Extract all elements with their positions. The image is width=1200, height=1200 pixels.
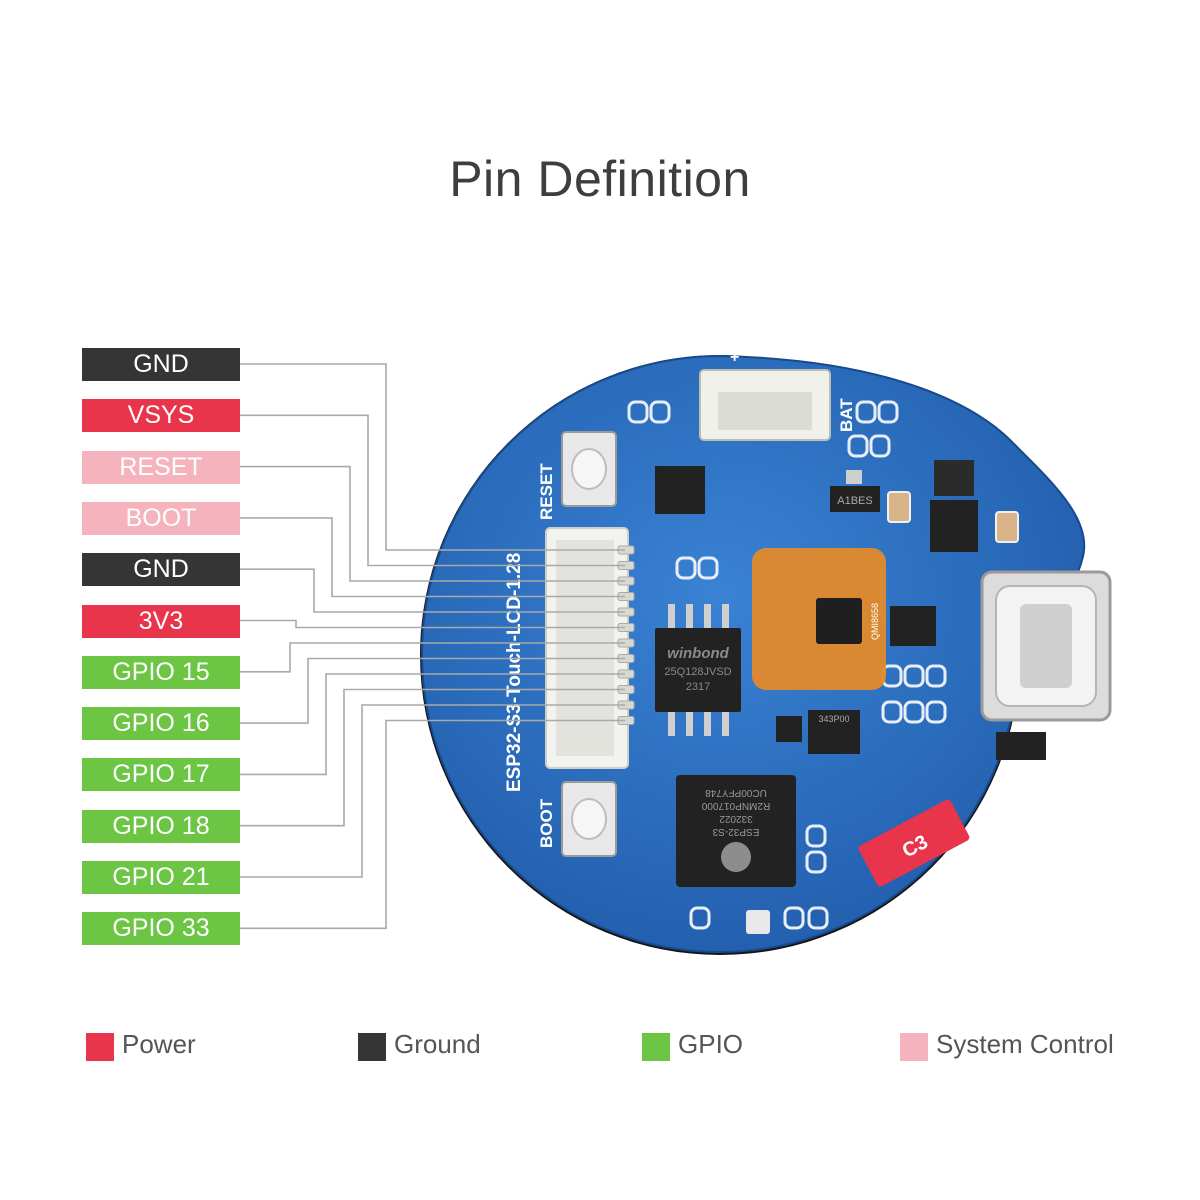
smd-pad xyxy=(903,700,925,724)
mcu-marking: 332022 xyxy=(719,813,753,824)
legend-label-ground: Ground xyxy=(394,1029,481,1059)
legend-swatch-gpio xyxy=(642,1033,670,1061)
pin-label-gpio-17-8: GPIO 17 xyxy=(82,758,240,792)
c3-part xyxy=(858,799,970,887)
pin-label-boot-3: BOOT xyxy=(82,501,240,535)
sensor-chip xyxy=(655,466,705,514)
flash-chip-pin xyxy=(668,712,675,736)
flash-chip-pin xyxy=(686,712,693,736)
flash-part: 25Q128JVSD xyxy=(664,666,731,678)
legend-label-power: Power xyxy=(122,1029,196,1059)
reset-silkscreen: RESET xyxy=(537,463,556,520)
tantalum-capacitor xyxy=(995,511,1019,543)
mcu-chip xyxy=(676,775,796,887)
smd-pad xyxy=(697,556,719,580)
pin-label-3v3-5: 3V3 xyxy=(82,604,240,638)
pin-wire xyxy=(240,619,625,629)
small-chip xyxy=(776,716,802,742)
flash-chip-pin xyxy=(686,604,693,628)
reset-button-cap xyxy=(571,448,607,490)
inductor xyxy=(934,460,974,496)
flash-chip-pin xyxy=(704,604,711,628)
regulator-marking: A1BES xyxy=(837,495,872,507)
smd-pad xyxy=(855,400,877,424)
pin-label-gpio-15-6: GPIO 15 xyxy=(82,655,240,689)
pin-label-gpio-33-11: GPIO 33 xyxy=(82,912,240,946)
pin-label-vsys-1: VSYS xyxy=(82,399,240,433)
legend-swatch-power xyxy=(86,1033,114,1061)
usb-c-tongue xyxy=(1020,604,1072,688)
flash-chip-pin xyxy=(704,712,711,736)
fpc-slot xyxy=(556,540,614,756)
flash-chip-pin xyxy=(722,712,729,736)
smd-pad xyxy=(925,664,947,688)
legend-swatch-ground xyxy=(358,1033,386,1061)
smd-pad xyxy=(675,556,697,580)
smd-pad xyxy=(877,400,899,424)
smd-pad xyxy=(783,906,805,930)
pin-label-gnd-0: GND xyxy=(82,348,240,381)
pin-label-gpio-18-9: GPIO 18 xyxy=(82,809,240,843)
flash-chip-pin xyxy=(722,604,729,628)
pin-wire xyxy=(240,465,625,582)
smd-pad xyxy=(649,400,671,424)
smd-pad xyxy=(807,906,829,930)
battery-minus: - xyxy=(788,349,793,366)
smd-pad xyxy=(805,850,827,874)
pin-wire xyxy=(240,642,625,673)
legend-label-gpio: GPIO xyxy=(678,1029,744,1059)
diode xyxy=(996,732,1046,760)
flash-brand: winbond xyxy=(667,645,729,662)
legend-label-system: System Control xyxy=(936,1029,1114,1059)
boot-silkscreen: BOOT xyxy=(537,798,556,848)
pin-label-reset-2: RESET xyxy=(82,450,240,484)
board-name-silkscreen: ESP32-S3-Touch-LCD-1.28 xyxy=(504,553,525,792)
charger-chip xyxy=(930,500,978,552)
smd-pad xyxy=(689,906,711,930)
pin-wire xyxy=(240,688,625,827)
usb-chip-marking: 343P00 xyxy=(818,714,849,724)
smd-pad xyxy=(903,664,925,688)
protection-chip xyxy=(890,606,936,646)
regulator-chip xyxy=(830,486,880,512)
led xyxy=(746,910,770,934)
pin-wire xyxy=(240,517,625,598)
pin-label-gnd-4: GND xyxy=(82,553,240,587)
bat-silkscreen: BAT xyxy=(837,398,856,432)
flash-chip-pin xyxy=(668,604,675,628)
mcu-marking: R2MNP017000 xyxy=(701,800,770,811)
usb-chip xyxy=(808,710,860,754)
imu-silkscreen: QMI8658 xyxy=(870,603,880,640)
smd-pad xyxy=(925,700,947,724)
espressif-logo xyxy=(721,842,751,872)
tantalum-capacitor xyxy=(887,491,911,523)
pin-wire xyxy=(240,704,625,878)
pin-label-gpio-21-10: GPIO 21 xyxy=(82,861,240,894)
pin-wire xyxy=(240,673,625,776)
regulator-tab xyxy=(846,470,862,484)
flash-chip xyxy=(655,628,741,712)
pin-wire xyxy=(240,363,625,551)
pin-wire xyxy=(240,414,625,567)
battery-plus: + xyxy=(730,349,739,366)
pin-label-gpio-16-7: GPIO 16 xyxy=(82,707,240,741)
page-title: Pin Definition xyxy=(449,151,751,207)
imu-chip xyxy=(816,598,862,644)
smd-pad xyxy=(881,700,903,724)
pin-wire xyxy=(240,719,625,930)
boot-button-cap xyxy=(571,798,607,840)
smd-pad xyxy=(627,400,649,424)
smd-pad xyxy=(805,824,827,848)
mcu-marking: UC00PFY748 xyxy=(705,787,767,798)
battery-connector-slot xyxy=(718,392,812,430)
mcu-marking: ESP32-S3 xyxy=(712,826,759,837)
pin-wire xyxy=(240,568,625,613)
flash-date: 2317 xyxy=(686,681,710,693)
smd-pad xyxy=(847,434,869,458)
pin-wire xyxy=(240,657,625,724)
smd-pad xyxy=(869,434,891,458)
legend-swatch-system xyxy=(900,1033,928,1061)
